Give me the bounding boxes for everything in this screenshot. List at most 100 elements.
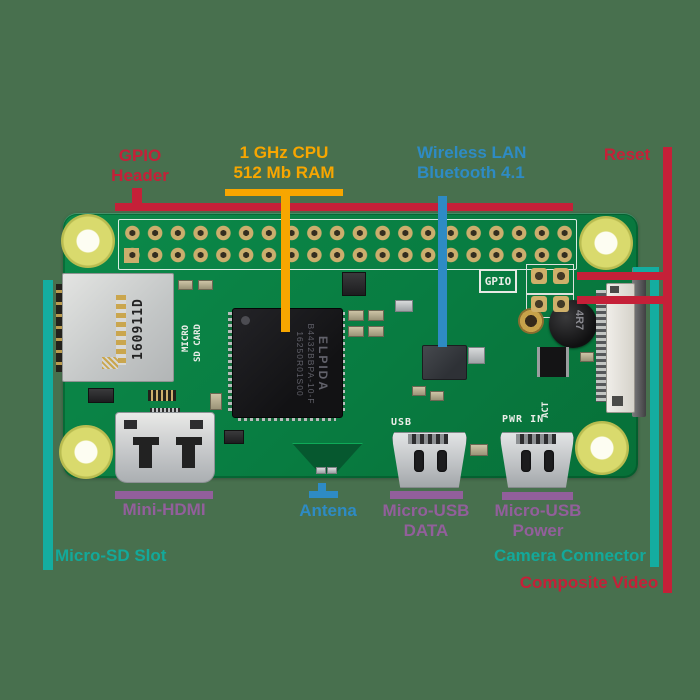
gpio-header-pointer-stub xyxy=(132,188,142,204)
antenna-pointer-bar xyxy=(309,491,338,498)
run-pad xyxy=(553,268,569,284)
silkscreen-gpio: GPIO xyxy=(484,274,512,288)
mounting-hole-bottom-right xyxy=(575,421,629,475)
hdmi-contact-claw xyxy=(133,437,159,445)
camera-pointer-stub xyxy=(633,267,659,274)
smd-component xyxy=(368,310,384,321)
callout-antenna: Antena xyxy=(299,501,357,520)
test-pad-via xyxy=(518,308,544,334)
run-pad xyxy=(531,296,547,312)
usb-power-underline-bar xyxy=(502,492,573,500)
chip-brand: ELPIDA xyxy=(316,335,330,392)
sd-vertical-line xyxy=(43,280,53,570)
run-pad xyxy=(553,296,569,312)
mounting-hole-top-left xyxy=(61,214,115,268)
callout-reset: Reset xyxy=(603,145,651,164)
camera-connector-latch xyxy=(632,267,646,417)
chip-lot-number: 16250R01S00 xyxy=(295,331,305,397)
gpio-silkscreen-box: GPIO xyxy=(479,269,517,293)
camera-connector-body xyxy=(606,283,635,413)
smd-component xyxy=(224,430,244,444)
smd-component xyxy=(348,310,364,321)
regulator-chip xyxy=(537,347,569,377)
chip-pin1-dot xyxy=(241,316,250,325)
sd-slot-gold-pins xyxy=(116,295,126,365)
wireless-pointer-line xyxy=(438,196,447,347)
usb-slot xyxy=(521,450,531,472)
gpio-header-label-line2: Header xyxy=(111,166,169,185)
hdmi-contact-claw xyxy=(182,445,195,468)
silkscreen-micro: MICRO xyxy=(181,324,191,352)
smd-component xyxy=(342,272,366,296)
cpu-label-line1: 1 GHz CPU xyxy=(239,143,329,162)
usb-slot xyxy=(437,450,447,472)
wireless-lan-module xyxy=(422,345,467,380)
bluetooth-crystal xyxy=(468,347,485,364)
callout-micro-sd: Micro-SD Slot xyxy=(55,546,167,565)
silkscreen-pwr-in: PWR IN xyxy=(502,414,545,425)
silkscreen-act: ACT xyxy=(541,401,551,418)
wireless-label-line1: Wireless LAN xyxy=(417,143,527,162)
smd-component xyxy=(412,386,426,396)
chip-markings: ELPIDA B4432BBPA-10-F 16250R01S00 xyxy=(294,318,330,410)
callout-mini-hdmi: Mini-HDMI xyxy=(122,500,206,519)
chip-pins-left xyxy=(228,312,232,412)
cpu-pointer-line xyxy=(281,189,290,332)
callout-cpu-ram: 1 GHz CPU 512 Mb RAM xyxy=(214,143,354,183)
smd-component xyxy=(198,280,213,290)
silkscreen-usb: USB xyxy=(391,417,413,428)
hdmi-inner-detail xyxy=(190,420,203,429)
hdmi-contact-claw xyxy=(139,445,152,468)
mounting-hole-top-right xyxy=(579,216,633,270)
gpio-header-label-line1: GPIO xyxy=(118,146,162,165)
reset-vertical-line xyxy=(663,147,672,593)
camera-connector-notch xyxy=(610,286,619,293)
chip-pins-right xyxy=(341,312,345,412)
smd-component xyxy=(580,352,594,362)
camera-connector-notch xyxy=(612,396,623,406)
usb-power-contacts xyxy=(516,434,556,444)
usb-data-label-line2: DATA xyxy=(403,521,449,540)
callout-camera: Camera Connector xyxy=(493,546,647,565)
antenna-pad xyxy=(316,467,326,474)
callout-usb-power: Micro-USB Power xyxy=(488,501,588,541)
usb-slot xyxy=(544,450,554,472)
smd-component xyxy=(470,444,488,456)
callout-gpio-header: GPIO Header xyxy=(98,146,182,186)
hdmi-contact-claw xyxy=(176,437,202,445)
smd-component xyxy=(348,326,364,337)
reset-branch-line xyxy=(577,296,672,304)
sd-detect-spring xyxy=(102,357,118,369)
cpu-label-line2: 512 Mb RAM xyxy=(233,163,335,182)
elpida-chip xyxy=(232,308,343,418)
callout-composite: Composite Video xyxy=(519,573,659,592)
hdmi-underline-bar xyxy=(115,491,213,499)
antenna-pointer-stub xyxy=(318,483,326,492)
callout-usb-data: Micro-USB DATA xyxy=(376,501,476,541)
usb-data-contacts xyxy=(408,434,448,444)
reset-branch-line xyxy=(577,272,672,280)
smd-component xyxy=(395,300,413,312)
camera-vertical-line xyxy=(650,267,659,567)
smd-component xyxy=(88,388,114,403)
smd-component xyxy=(368,326,384,337)
run-pad xyxy=(531,268,547,284)
chip-pins-bottom xyxy=(238,416,336,421)
hdmi-inner-detail xyxy=(124,420,137,429)
usb-power-label-line2: Power xyxy=(512,521,564,540)
run-pads-box-top xyxy=(526,264,574,294)
smd-component xyxy=(430,391,444,401)
sd-slot-marking: 160911D xyxy=(131,298,146,360)
usb-power-label-line1: Micro-USB xyxy=(494,501,582,520)
antenna-pad xyxy=(327,467,337,474)
callout-wireless: Wireless LAN Bluetooth 4.1 xyxy=(417,143,547,183)
chip-part-number: B4432BBPA-10-F xyxy=(306,323,316,405)
camera-connector-contacts xyxy=(596,290,607,402)
smd-component xyxy=(210,393,222,410)
wireless-label-line2: Bluetooth 4.1 xyxy=(417,163,525,182)
gpio-header-bracket-line xyxy=(115,203,573,211)
silkscreen-sd-card: SD CARD xyxy=(193,324,203,362)
smd-component xyxy=(178,280,193,290)
smd-component xyxy=(148,390,176,401)
